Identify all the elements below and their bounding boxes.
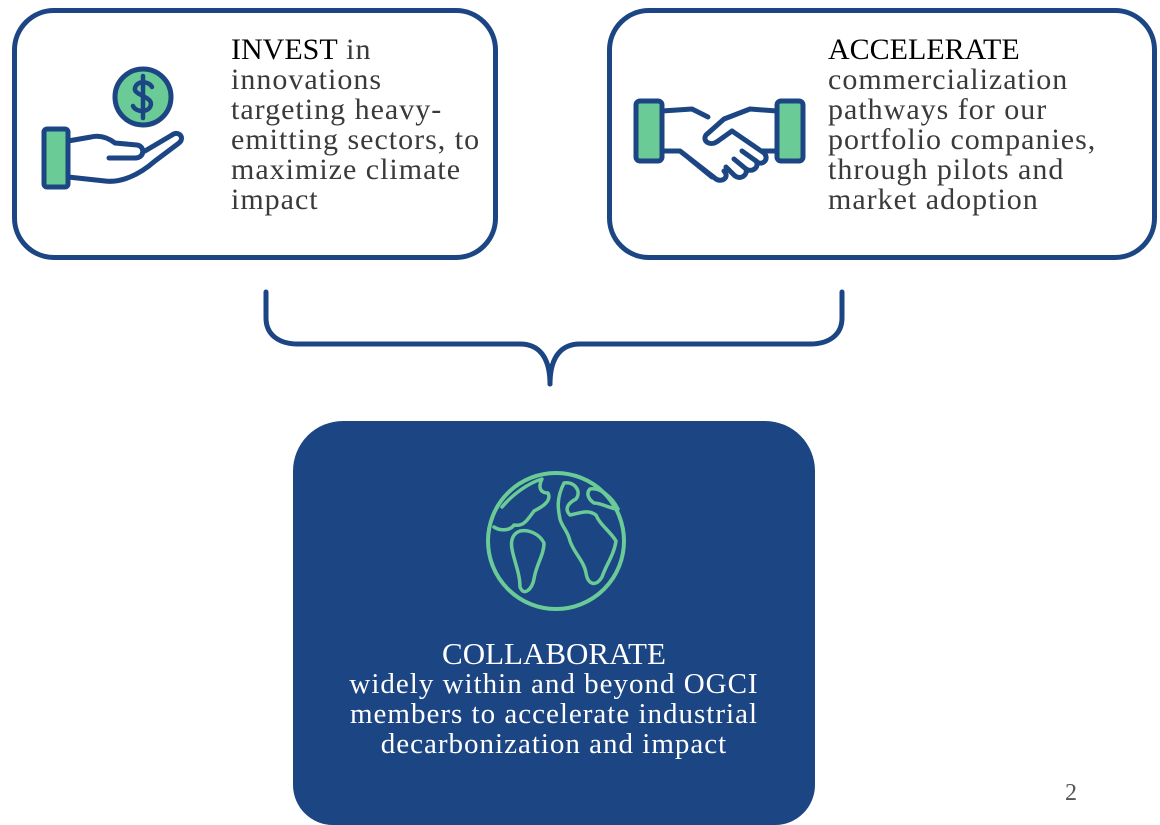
money-in-hand-icon — [39, 59, 189, 199]
invest-body: in innovations targeting heavy-emitting … — [231, 33, 481, 216]
collaborate-description: COLLABORATE widely within and beyond OGC… — [293, 636, 815, 760]
globe-icon — [484, 469, 629, 614]
invest-title: INVEST — [231, 33, 338, 66]
handshake-icon — [632, 95, 807, 185]
invest-description: INVEST in innovations targeting heavy-em… — [231, 35, 501, 215]
page-number: 2 — [1065, 780, 1077, 806]
accelerate-title: ACCELERATE — [828, 33, 1020, 66]
accelerate-body: commercialization pathways for our portf… — [828, 63, 1097, 216]
collaborate-body: widely within and beyond OGCI members to… — [349, 668, 759, 760]
curly-brace-connector — [258, 288, 850, 388]
collaborate-title: COLLABORATE — [442, 636, 666, 671]
collaborate-card: COLLABORATE widely within and beyond OGC… — [293, 421, 815, 825]
invest-card: INVEST in innovations targeting heavy-em… — [12, 8, 498, 260]
